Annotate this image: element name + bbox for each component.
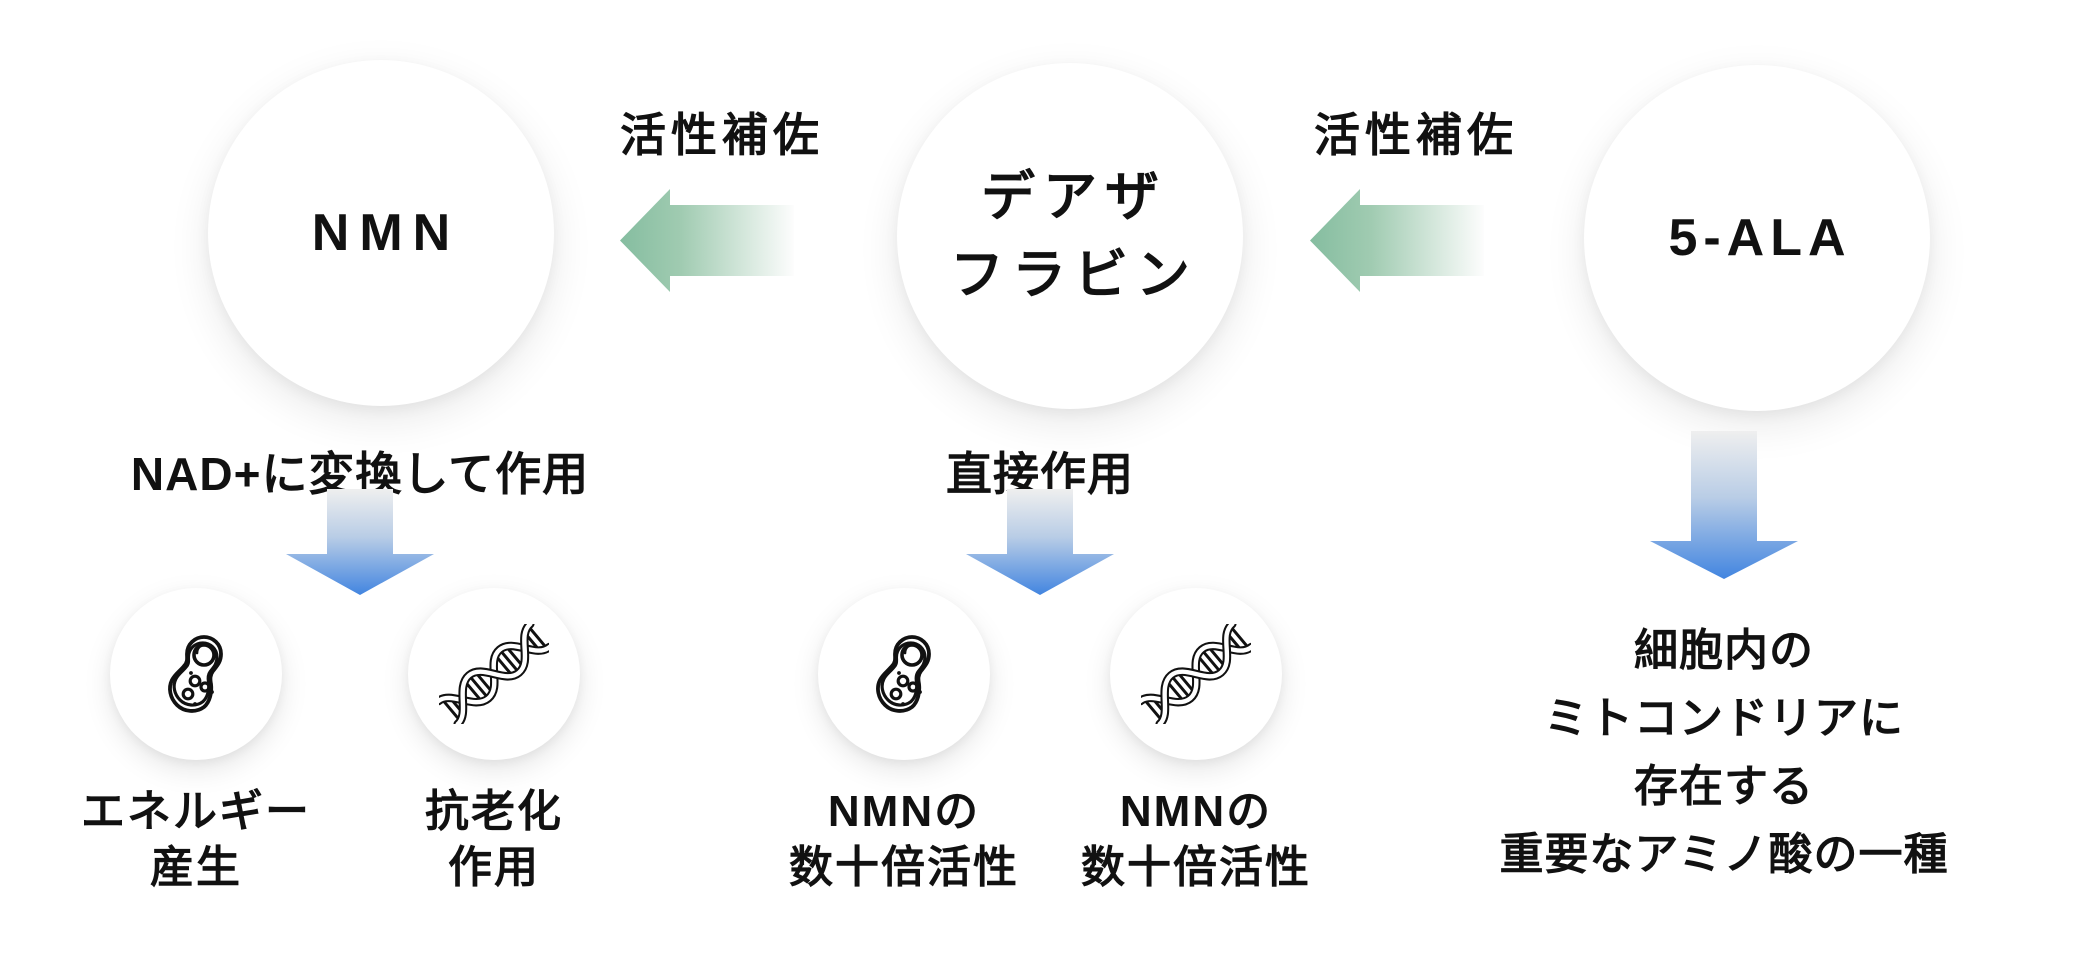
node-5ala-circle: 5-ALA: [1584, 65, 1930, 411]
assist-arrow-left-1: [620, 189, 794, 292]
cell-icon: [166, 632, 226, 716]
outcome-label-energy: エネルギー 産生: [81, 787, 311, 892]
dna-icon: [1141, 624, 1251, 724]
outcome-circle-potency-1: [818, 588, 990, 760]
cell-icon: [874, 632, 934, 716]
outcome-circle-energy: [110, 588, 282, 760]
node-deazaflavin-label-line2: フラビン: [950, 245, 1198, 305]
down-arrow-nmn: [286, 489, 434, 595]
down-arrow-ala: [1650, 431, 1798, 579]
assist-arrow-left-2: [1310, 189, 1484, 292]
down-arrow-deaza: [966, 489, 1114, 595]
node-5ala-label: 5-ALA: [1668, 209, 1852, 267]
outcome-circle-potency-2: [1110, 588, 1282, 760]
node-deazaflavin-circle: デアザ フラビン: [897, 63, 1243, 409]
dna-icon: [439, 624, 549, 724]
assist-arrow-1-label: 活性補佐: [620, 109, 824, 161]
node-nmn-label: NMN: [311, 204, 461, 262]
outcome-label-potency-1: NMNの 数十倍活性: [789, 787, 1019, 892]
node-nmn-circle: NMN: [208, 60, 554, 406]
outcome-label-potency-2: NMNの 数十倍活性: [1081, 787, 1311, 892]
assist-arrow-2-label: 活性補佐: [1314, 109, 1518, 161]
ala-description: 細胞内の ミトコンドリアに 存在する 重要なアミノ酸の一種: [1499, 626, 1949, 879]
outcome-label-antiaging: 抗老化 作用: [425, 787, 563, 892]
outcome-circle-antiaging: [408, 588, 580, 760]
node-deazaflavin-label-line1: デアザ: [981, 167, 1167, 227]
